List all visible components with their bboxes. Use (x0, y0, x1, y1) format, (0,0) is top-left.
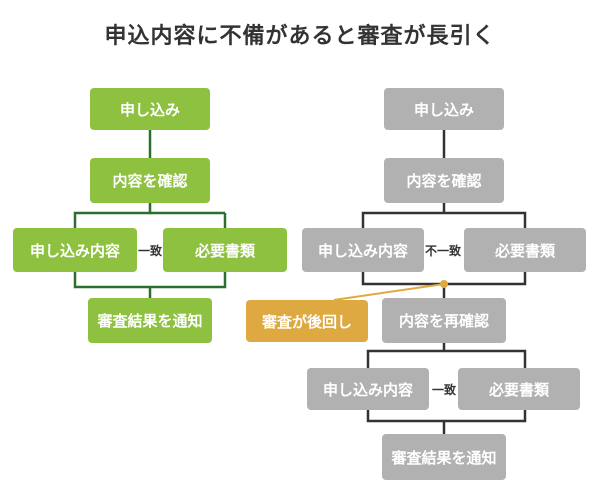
delayed-pointer-dot (440, 280, 448, 288)
diagram-title: 申込内容に不備があると審査が長引く (104, 24, 496, 49)
right-contents-box: 申し込み内容 (302, 228, 424, 272)
right-documents-box: 必要書類 (464, 228, 586, 272)
left-documents-box: 必要書類 (163, 228, 287, 272)
right-notify-box: 審査結果を通知 (382, 434, 506, 480)
left-connector-merge (73, 272, 227, 289)
right-reconfirm-box: 内容を再確認 (382, 298, 506, 343)
right-confirm-box: 内容を確認 (384, 158, 504, 203)
right-delayed-box: 審査が後回し (246, 300, 368, 342)
right-mismatch-label: 不一致 (424, 242, 463, 259)
left-confirm-box: 内容を確認 (90, 158, 210, 203)
right-connector-split2 (366, 349, 527, 368)
right-apply-box: 申し込み (384, 88, 504, 130)
right-connector-merge2 (366, 410, 527, 423)
left-apply-box: 申し込み (90, 88, 210, 130)
delayed-pointer-line (333, 283, 445, 301)
left-notify-box: 審査結果を通知 (88, 298, 212, 343)
right-connector-split (361, 211, 527, 228)
left-connector-split (73, 203, 152, 228)
right-documents2-box: 必要書類 (458, 368, 580, 410)
right-match2-label: 一致 (431, 381, 458, 398)
left-match-label: 一致 (137, 242, 164, 259)
left-contents-box: 申し込み内容 (13, 228, 137, 272)
right-contents2-box: 申し込み内容 (307, 368, 429, 410)
